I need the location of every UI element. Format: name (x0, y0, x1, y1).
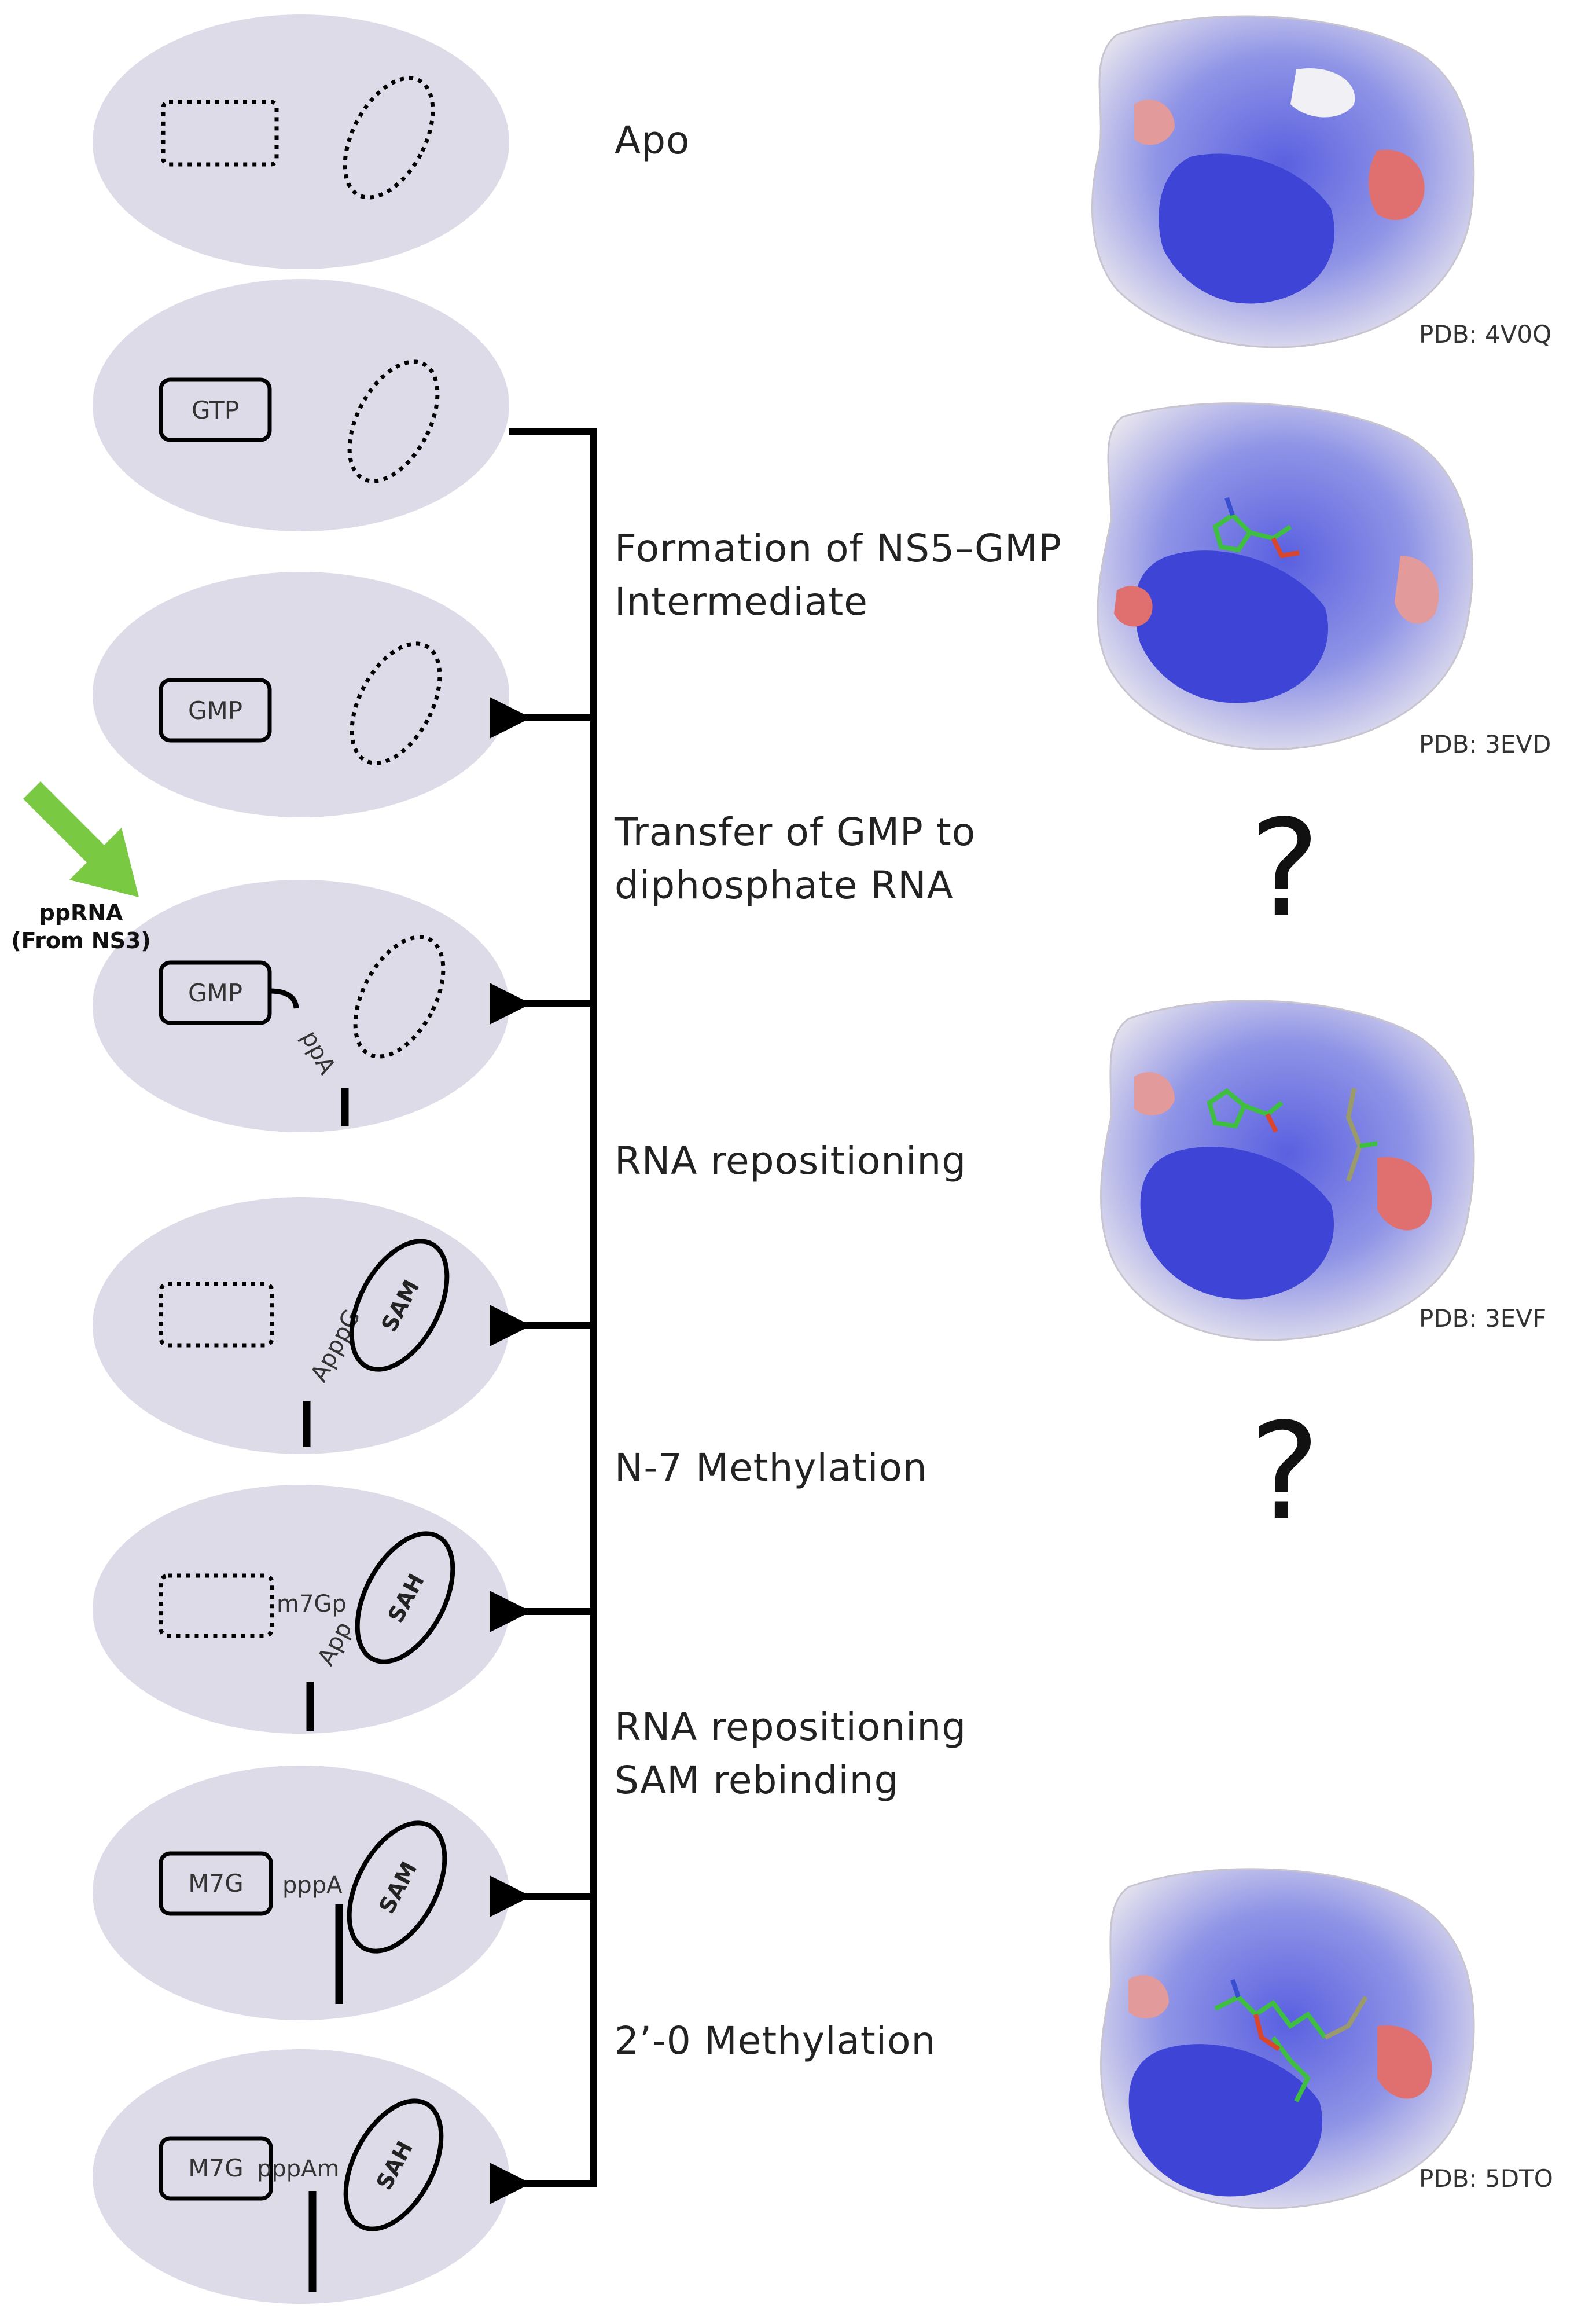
unknown-structure-mark: ? (1249, 1395, 1320, 1550)
m7g-box (159, 2136, 273, 2201)
pdb-label: PDB: 4V0Q (1419, 320, 1551, 348)
state-sah-m7gp: m7Gp App SAH (93, 1485, 509, 1734)
ligand-gtp (1207, 1088, 1284, 1133)
step-labels: Apo Formation of NS5–GMP Intermediate Tr… (614, 118, 1062, 2063)
sam-site-empty (347, 359, 440, 483)
step-repos-sam-line2: SAM rebinding (615, 1758, 899, 1803)
structure-3evf: PDB: 3EVF (1100, 1000, 1546, 1341)
structure-3evd: PDB: 3EVD (1097, 402, 1551, 758)
ligand-sam (1345, 1088, 1378, 1182)
step-apo: Apo (615, 118, 690, 163)
step-2o-methylation: 2’-0 Methylation (615, 2018, 936, 2063)
structure-4v0q: PDB: 4V0Q (1091, 15, 1551, 348)
gmp-rna-link (269, 988, 299, 1009)
surface-red-patch (1395, 556, 1439, 624)
step-n7-methylation: N-7 Methylation (615, 1445, 928, 1490)
surface-red-patch (1128, 1975, 1169, 2018)
surface-red-patch (1369, 149, 1425, 220)
step-formation-line1: Formation of NS5–GMP (615, 526, 1062, 571)
surface-red-patch (1134, 100, 1175, 145)
surface-blue-patch (1159, 153, 1334, 304)
green-arrow-icon (23, 781, 139, 897)
gtp-site-empty (159, 1282, 274, 1348)
enzyme-ellipse (93, 279, 509, 531)
m7g-label: M7G (188, 1869, 244, 1897)
step-repos-sam-line1: RNA repositioning (615, 1705, 966, 1749)
step-transfer-line2: diphosphate RNA (615, 863, 954, 908)
ligand-rna (1214, 1979, 1368, 2102)
sam-site-empty (343, 76, 435, 200)
enzyme-ellipse (93, 2049, 509, 2304)
gtp-box (159, 377, 272, 442)
pdb-label: PDB: 3EVF (1419, 1304, 1546, 1333)
surface-red-patch (1377, 1157, 1432, 1231)
enzyme-ellipse (93, 880, 509, 1132)
state-sam-apppg: ApppG SAM (93, 1197, 509, 1454)
step-formation-line2: Intermediate (615, 579, 868, 624)
state-m7g-sah: M7G pppAm SAH (93, 2049, 509, 2304)
rna-label-m7gp: m7Gp (277, 1591, 347, 1617)
state-gmp-ppa: GMP ppA (93, 880, 509, 1132)
gtp-label: GTP (192, 396, 239, 424)
pdb-label: PDB: 3EVD (1419, 730, 1551, 758)
ligand-gmp (1212, 497, 1300, 559)
step-repositioning: RNA repositioning (615, 1139, 966, 1183)
enzyme-ellipse (93, 1766, 509, 2020)
state-gtp: GTP (93, 279, 509, 531)
enzyme-ellipse (93, 572, 509, 817)
gmp-box (159, 678, 272, 743)
step-transfer-line1: Transfer of GMP to (614, 810, 976, 854)
unknown-structure-mark: ? (1249, 792, 1320, 946)
rna-label: pppAm (257, 2156, 340, 2182)
surface-blue-patch (1140, 1147, 1334, 1300)
pprna-input: ppRNA (From NS3) (11, 781, 151, 953)
enzyme-ellipse (93, 1485, 509, 1734)
gmp-label: GMP (188, 979, 242, 1007)
surface-white-patch (1290, 68, 1355, 118)
surface-blue-patch (1128, 2044, 1323, 2197)
m7g-box (159, 1851, 273, 1916)
pdb-label: PDB: 5DTO (1419, 2164, 1553, 2193)
sah-ellipse (343, 2098, 444, 2231)
state-gmp: GMP (93, 572, 509, 817)
enzyme-ellipse (93, 14, 509, 269)
m7g-label: M7G (188, 2154, 244, 2182)
sam-ellipse (347, 1820, 447, 1954)
gtp-site-empty (159, 1573, 274, 1638)
state-m7g-sam: M7G pppA SAM (93, 1766, 509, 2020)
sam-ellipse (349, 1239, 450, 1372)
flow-bracket (490, 428, 597, 2204)
sah-ellipse (355, 1531, 455, 1664)
surface-red-patch (1134, 1072, 1175, 1115)
rna-label: pppA (282, 1872, 343, 1899)
structure-5dto: PDB: 5DTO (1100, 1868, 1553, 2209)
from-ns3-label: (From NS3) (11, 928, 151, 953)
surface-red-patch (1377, 2025, 1432, 2099)
surface-red-patch (1114, 586, 1153, 627)
gmp-label: GMP (188, 696, 242, 725)
state-apo (93, 14, 509, 269)
sam-site-empty (353, 935, 446, 1059)
surface-blue-patch (1134, 550, 1329, 703)
enzyme-ellipse (93, 1197, 509, 1454)
gtp-site-empty (161, 100, 279, 167)
pprna-label: ppRNA (39, 900, 123, 926)
